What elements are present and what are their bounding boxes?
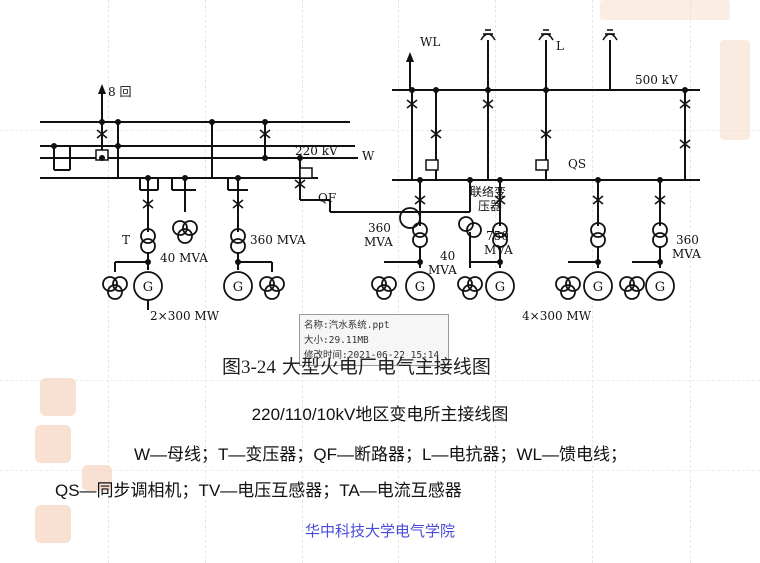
file-tooltip: 名称:汽水系统.ppt 大小:29.11MB 修改时间:2021-06-22 1… — [299, 314, 449, 366]
label-8-circuits: 8 回 — [108, 85, 131, 99]
gen-label: G — [415, 280, 425, 295]
decor-seal-left-4 — [82, 465, 112, 491]
gen-label: G — [143, 280, 153, 295]
label-total-left: 2×300 MW — [150, 309, 220, 323]
slide-subtitle: 220/110/10kV地区变电所主接线图 — [251, 405, 509, 424]
tooltip-name: 名称:汽水系统.ppt — [304, 320, 390, 331]
gen-label: G — [655, 280, 665, 295]
main-wiring-diagram: G G G G G G 8 回 220 kV W QF T 360 MVA 40… — [40, 29, 701, 323]
label-tie-transformer-1: 联络变 — [470, 184, 506, 199]
decor-seal-left-3 — [35, 505, 71, 543]
label-360-right: 360 — [676, 233, 699, 247]
gen-label: G — [593, 280, 603, 295]
label-360-mid: 360 — [368, 221, 391, 235]
decor-seal-left-2 — [35, 425, 71, 463]
label-mva-mid: MVA — [364, 235, 393, 249]
figure-number: 图3-24 — [222, 357, 276, 378]
label-qf: QF — [318, 191, 336, 205]
label-220kv: 220 kV — [295, 144, 338, 158]
gen-label: G — [233, 280, 243, 295]
label-w: W — [362, 149, 375, 163]
footer-institution: 华中科技大学电气学院 — [304, 522, 455, 540]
label-wl: WL — [420, 35, 440, 49]
figure-title: 大型火电厂电气主接线图 — [281, 356, 491, 378]
figure-caption: 图3-24 大型火电厂电气主接线图 — [222, 352, 491, 379]
label-750: 750 — [486, 229, 509, 243]
label-t: T — [122, 233, 130, 247]
decor-seal-left-1 — [40, 378, 76, 416]
tooltip-size: 大小:29.11MB — [304, 335, 369, 346]
label-qs: QS — [568, 157, 586, 171]
label-40mva-left: 40 MVA — [160, 251, 208, 265]
label-tie-transformer-2: 压器 — [478, 199, 502, 213]
legend-line-2: QS—同步调相机；TV—电压互感器；TA—电流互感器 — [55, 481, 462, 500]
label-l: L — [556, 39, 564, 53]
label-40-mva-mid: MVA — [428, 263, 457, 277]
tooltip-modified: 修改时间:2021-06-22 15:14 — [304, 350, 440, 361]
label-360-mva-right: MVA — [672, 247, 701, 261]
decor-seal-right — [720, 40, 750, 140]
legend-line-1: W—母线；T—变压器；QF—断路器；L—电抗器；WL—馈电线； — [134, 445, 627, 464]
decor-seal-top-right — [600, 0, 730, 20]
label-total-right: 4×300 MW — [522, 309, 592, 323]
gen-label: G — [495, 280, 505, 295]
label-40-mid: 40 — [440, 249, 455, 263]
label-750-mva: MVA — [484, 243, 513, 257]
label-360mva-left: 360 MVA — [250, 233, 306, 247]
label-500kv: 500 kV — [635, 73, 678, 87]
